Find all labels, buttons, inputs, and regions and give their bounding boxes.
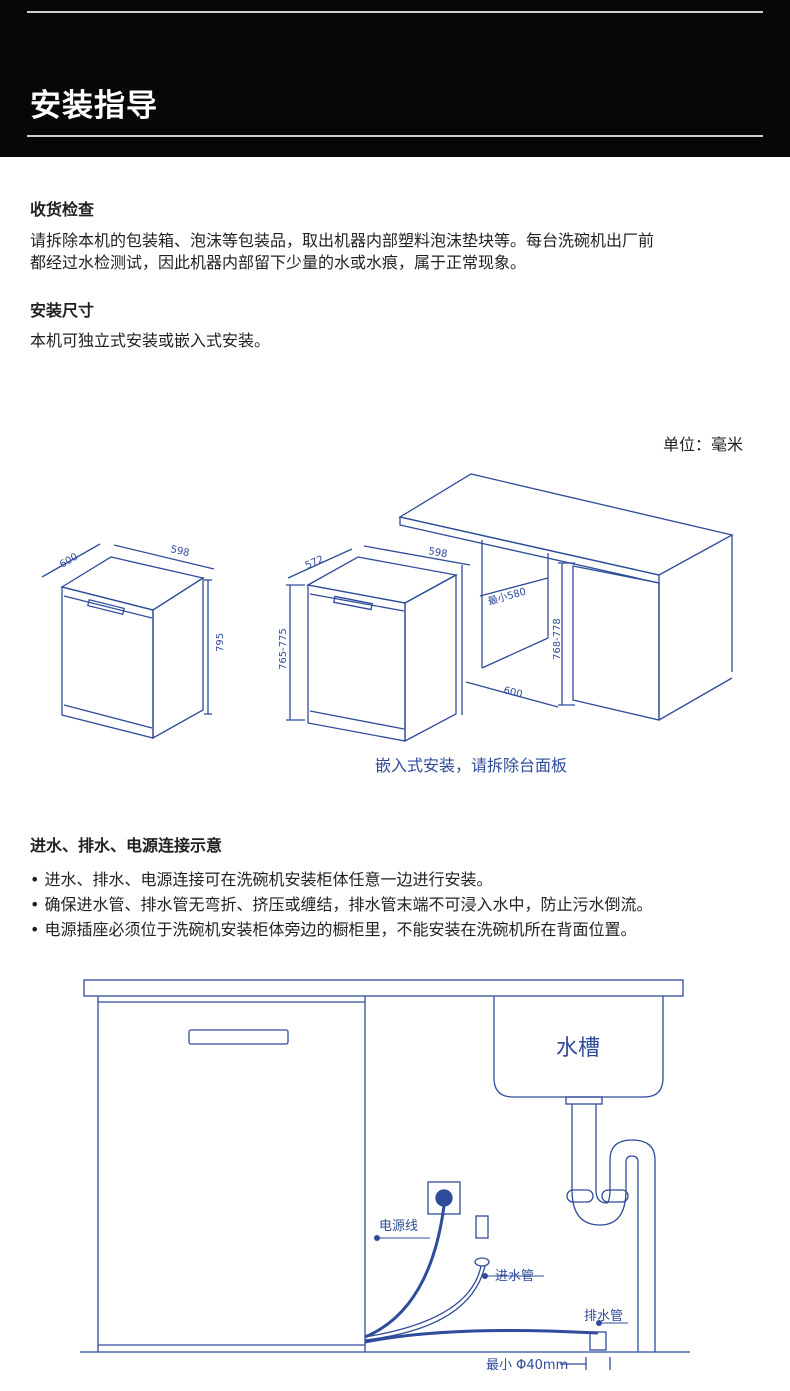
size-heading: 安装尺寸 (30, 301, 95, 320)
page-title: 安装指导 (30, 88, 158, 124)
fs-depth-label: 600 (58, 552, 80, 571)
receipt-line-2: 都经过水检测试，因此机器内部留下少量的水或水痕，属于正常现象。 (30, 253, 527, 272)
dimension-diagram: 600 598 795 572 598 765-775 最小580 600 76… (41, 473, 734, 775)
drain-hose-label: 排水管 (584, 1309, 623, 1324)
bi-depth-label: 572 (304, 554, 326, 572)
bullet-3: • 电源插座必须位于洗碗机安装柜体旁边的橱柜里，不能安装在洗碗机所在背面位置。 (30, 920, 637, 939)
bullet-2: • 确保进水管、排水管无弯折、挤压或缠结，排水管末端不可浸入水中，防止污水倒流。 (30, 895, 653, 914)
builtin-caption: 嵌入式安装，请拆除台面板 (375, 756, 567, 775)
receipt-line-1: 请拆除本机的包装箱、泡沫等包装品，取出机器内部塑料泡沫垫块等。每台洗碗机出厂前 (30, 231, 655, 250)
bullet-3-text: 电源插座必须位于洗碗机安装柜体旁边的橱柜里，不能安装在洗碗机所在背面位置。 (44, 920, 637, 939)
inlet-hose-label: 进水管 (495, 1269, 534, 1284)
bullet-2-text: 确保进水管、排水管无弯折、挤压或缠结，排水管末端不可浸入水中，防止污水倒流。 (44, 895, 653, 914)
sink-label: 水槽 (556, 1036, 600, 1061)
fs-height-label: 795 (215, 633, 226, 652)
receipt-heading: 收货检查 (30, 200, 95, 219)
cab-height-label: 768-778 (552, 618, 563, 660)
unit-label: 单位：毫米 (663, 435, 744, 454)
bi-width-label: 598 (427, 546, 448, 560)
power-cord-label: 电源线 (379, 1219, 418, 1234)
bi-height-label: 765-775 (278, 628, 289, 670)
connect-heading: 进水、排水、电源连接示意 (30, 836, 223, 855)
banner-bottom-rule (27, 135, 763, 137)
fs-width-label: 598 (169, 544, 190, 559)
banner-top-rule (27, 11, 763, 13)
size-text: 本机可独立式安装或嵌入式安装。 (30, 331, 271, 350)
bullet-1: • 进水、排水、电源连接可在洗碗机安装柜体任意一边进行安装。 (30, 870, 493, 889)
cab-width-label: 600 (502, 685, 523, 700)
connection-diagram: 水槽 电源线 进水管 排水管 最小 Φ40mm (80, 979, 690, 1373)
bullet-1-text: 进水、排水、电源连接可在洗碗机安装柜体任意一边进行安装。 (44, 870, 493, 889)
header-banner: 安装指导 (0, 0, 790, 157)
min-diameter-label: 最小 Φ40mm (486, 1358, 568, 1373)
